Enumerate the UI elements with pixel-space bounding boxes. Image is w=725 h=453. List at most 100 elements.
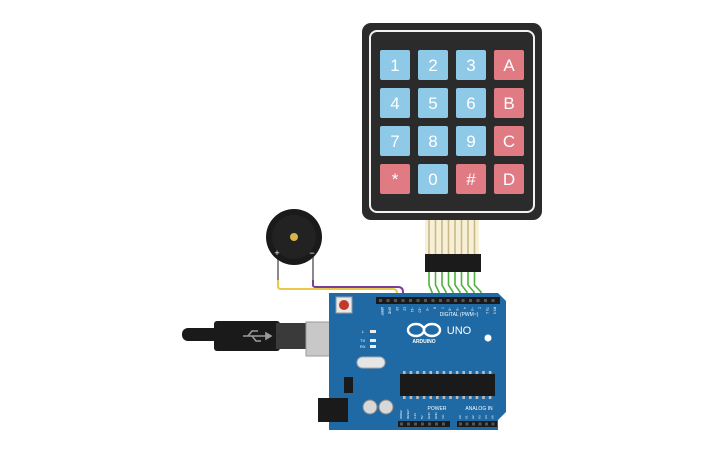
keypad-key[interactable]: C xyxy=(494,126,524,156)
buzzer-wire-yellow[interactable] xyxy=(277,280,398,300)
keypad-key-label: A xyxy=(503,56,515,75)
ribbon-backing xyxy=(425,220,479,256)
led-l-label: L xyxy=(362,329,365,334)
keypad-key[interactable]: 1 xyxy=(380,50,410,80)
led-l xyxy=(370,330,376,333)
keypad-key[interactable]: 8 xyxy=(418,126,448,156)
chip-pin xyxy=(462,396,465,399)
keypad-key-label: 2 xyxy=(428,56,437,75)
digital-pin[interactable] xyxy=(446,299,450,302)
led-tx xyxy=(370,339,376,342)
analog-pin[interactable] xyxy=(465,422,469,426)
keypad-key-face xyxy=(456,164,486,194)
digital-pin[interactable] xyxy=(439,299,442,302)
chip-pin xyxy=(442,371,446,374)
digital-pin[interactable] xyxy=(394,299,397,302)
chip-pin xyxy=(442,396,446,399)
keypad-key[interactable]: A xyxy=(494,50,524,80)
analog-pin[interactable] xyxy=(478,422,482,426)
keypad-key-face xyxy=(380,88,410,118)
usb-cable-wire xyxy=(182,328,220,341)
power-pin[interactable] xyxy=(442,422,445,426)
analog-pin-label: A4 xyxy=(484,415,488,419)
digital-pin[interactable] xyxy=(416,299,420,302)
digital-pin[interactable] xyxy=(461,299,465,302)
chip-pin xyxy=(429,396,432,399)
chip-pin xyxy=(469,371,472,374)
chip-pin xyxy=(462,371,465,374)
power-pin[interactable] xyxy=(414,422,417,426)
analog-label: ANALOG IN xyxy=(465,406,493,412)
keypad-key[interactable]: * xyxy=(380,164,410,194)
keypad-key-label: 8 xyxy=(428,132,437,151)
keypad-key[interactable]: B xyxy=(494,88,524,118)
power-pin-label: Vin xyxy=(441,414,445,419)
digital-pin[interactable] xyxy=(469,299,472,302)
digital-pin[interactable] xyxy=(424,299,427,302)
keypad-key-label: 7 xyxy=(390,132,399,151)
digital-pin-label: 12 xyxy=(403,307,407,311)
keypad-key[interactable]: 2 xyxy=(418,50,448,80)
piezo-buzzer[interactable]: + − xyxy=(266,209,322,280)
digital-pin[interactable] xyxy=(409,299,412,302)
digital-pin-label: 7 xyxy=(440,307,444,309)
digital-pin[interactable] xyxy=(491,299,495,302)
digital-pin-label: 4 xyxy=(463,307,467,309)
analog-pin[interactable] xyxy=(459,422,462,426)
chip-pin xyxy=(429,371,432,374)
power-pin[interactable] xyxy=(400,422,403,426)
keypad-key-label: 5 xyxy=(428,94,437,113)
digital-pin-label: ~10 xyxy=(418,307,422,313)
keypad-key[interactable]: D xyxy=(494,164,524,194)
chip-pin xyxy=(436,396,439,399)
keypad-key-face xyxy=(418,50,448,80)
keypad-key[interactable]: 0 xyxy=(418,164,448,194)
keypad-key[interactable]: 4 xyxy=(380,88,410,118)
keypad-key[interactable]: 6 xyxy=(456,88,486,118)
keypad-key[interactable]: 3 xyxy=(456,50,486,80)
chip-pin xyxy=(475,371,479,374)
capacitor-1 xyxy=(362,399,378,415)
digital-pin[interactable] xyxy=(476,299,480,302)
digital-pin[interactable] xyxy=(454,299,457,302)
digital-pin[interactable] xyxy=(484,299,487,302)
keypad-key[interactable]: 7 xyxy=(380,126,410,156)
buzzer-wire-purple[interactable] xyxy=(312,280,404,300)
usb-cable[interactable] xyxy=(182,321,312,351)
power-pin-label: GND xyxy=(434,412,438,420)
analog-pin[interactable] xyxy=(491,422,495,426)
buzzer-plus-label: + xyxy=(274,248,279,258)
digital-pin[interactable] xyxy=(379,299,382,302)
chip-pin xyxy=(488,371,492,374)
digital-pin-label: RX 0 xyxy=(493,307,497,314)
digital-pin[interactable] xyxy=(401,299,405,302)
power-label: POWER xyxy=(428,406,447,412)
voltage-regulator xyxy=(344,377,353,393)
keypad-ribbon-cable xyxy=(425,220,479,256)
analog-pin-label: A3 xyxy=(478,415,482,419)
keypad-key[interactable]: # xyxy=(456,164,486,194)
digital-pin-label: TX 1 xyxy=(485,307,489,314)
arduino-brand: ARDUINO xyxy=(412,339,435,345)
buzzer-minus-label: − xyxy=(309,248,314,258)
power-pin[interactable] xyxy=(421,422,424,426)
power-pin[interactable] xyxy=(407,422,410,426)
digital-pin[interactable] xyxy=(386,299,390,302)
digital-pin[interactable] xyxy=(431,299,435,302)
chip-pin xyxy=(422,371,426,374)
power-pin[interactable] xyxy=(435,422,438,426)
crystal-oscillator xyxy=(356,356,386,369)
keypad-key[interactable]: 9 xyxy=(456,126,486,156)
keypad-key-label: 6 xyxy=(466,94,475,113)
analog-pin[interactable] xyxy=(485,422,488,426)
keypad-key[interactable]: 5 xyxy=(418,88,448,118)
analog-pin[interactable] xyxy=(472,422,475,426)
power-pin[interactable] xyxy=(428,422,431,426)
chip-pin xyxy=(469,396,472,399)
keypad-key-label: 9 xyxy=(466,132,475,151)
usb-icon xyxy=(243,330,273,342)
digital-pin-label: ~11 xyxy=(410,307,414,312)
